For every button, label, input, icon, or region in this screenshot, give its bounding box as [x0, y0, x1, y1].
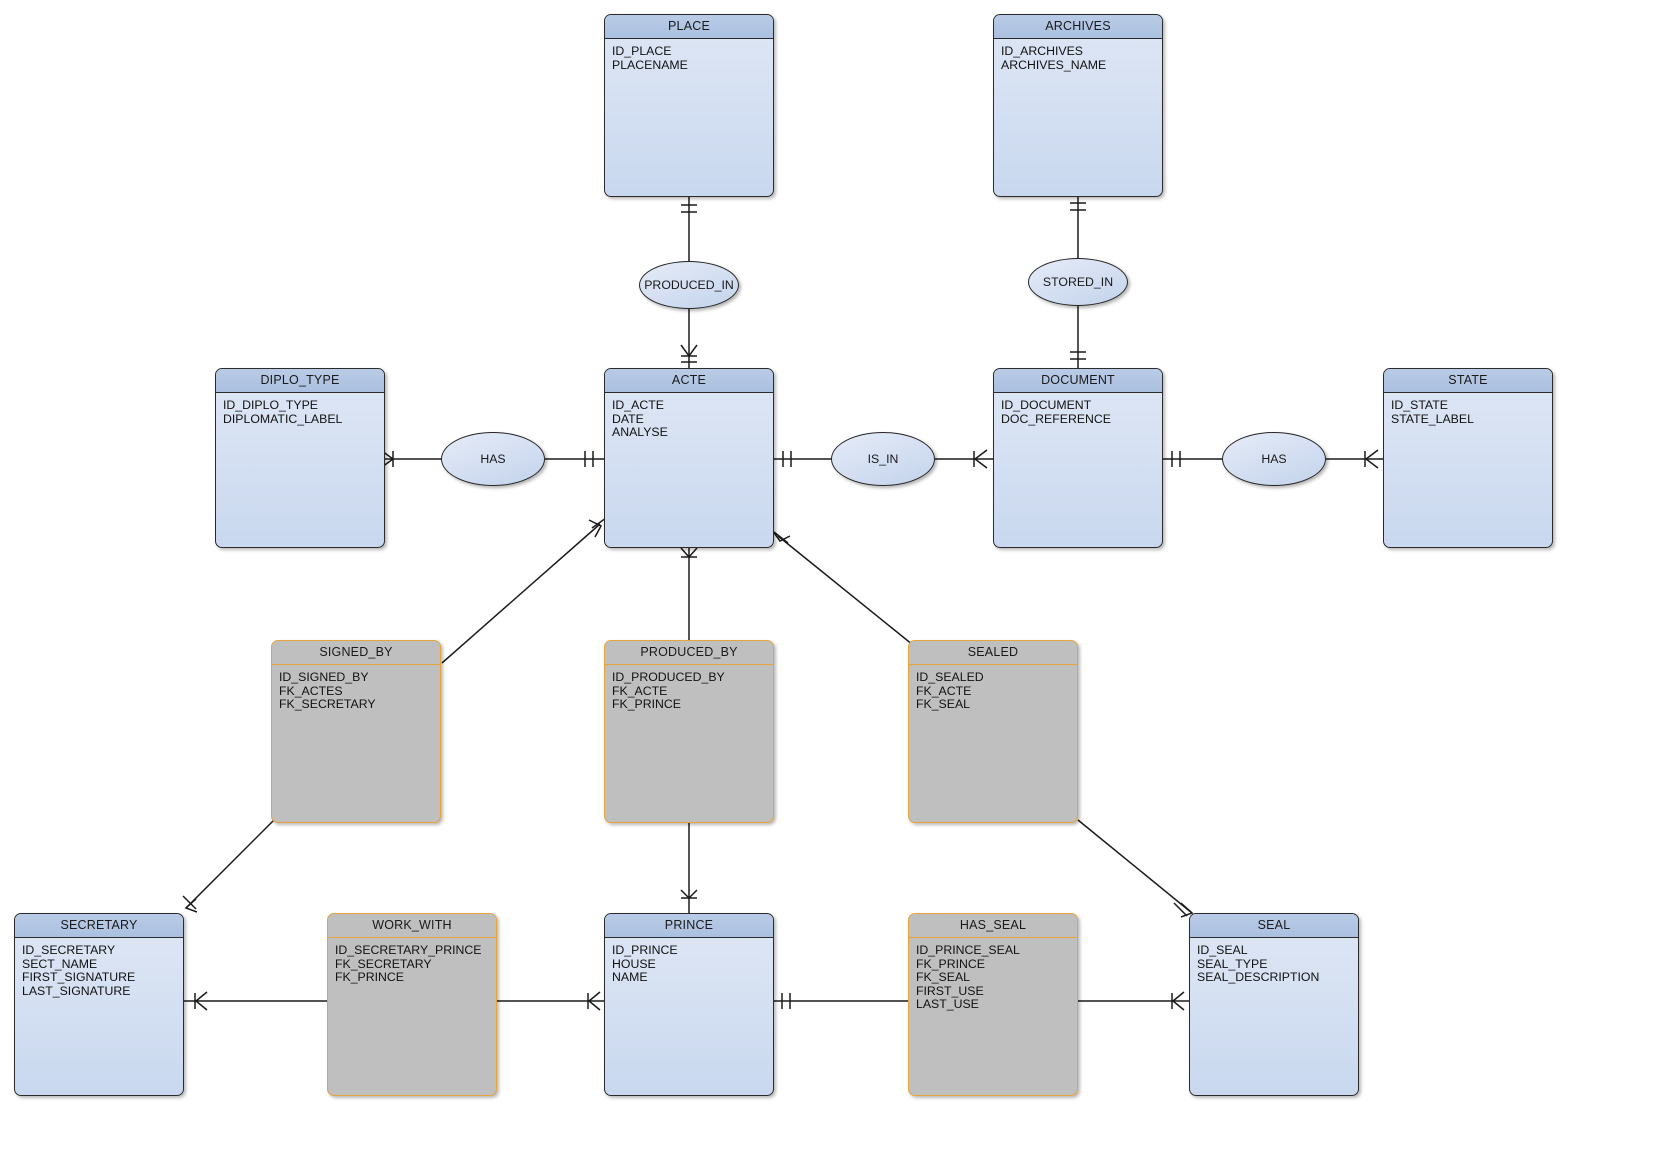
- edge-signed_by-secretary: [185, 819, 275, 909]
- attribute-row: ID_SEAL: [1197, 943, 1248, 957]
- attribute-row: ID_PLACE: [612, 44, 672, 58]
- attribute-row: FK_ACTE: [612, 683, 668, 698]
- attribute-row: NAME: [612, 970, 648, 984]
- attribute-row: ID_ACTE: [612, 398, 664, 412]
- attribute-row: ID_SIGNED_BY: [279, 670, 369, 684]
- entity-title-prince: PRINCE: [605, 914, 773, 938]
- attribute-row: STATE_LABEL: [1391, 411, 1474, 426]
- attribute-row: FK_SECRETARY: [279, 697, 376, 711]
- attribute-row: FK_PRINCE: [335, 970, 405, 984]
- relationship-produced_in[interactable]: PRODUCED_IN: [639, 261, 739, 309]
- entity-title-secretary: SECRETARY: [15, 914, 183, 938]
- attribute-row: PLACENAME: [612, 57, 688, 72]
- attribute-row: LAST_USE: [916, 997, 979, 1011]
- entity-title-sealed: SEALED: [909, 641, 1077, 665]
- attribute-row: ID_PRINCE_SEAL: [916, 943, 1020, 957]
- entity-title-signed_by: SIGNED_BY: [272, 641, 440, 665]
- attribute-row: ARCHIVES_NAME: [1001, 57, 1107, 72]
- attribute-row: SECT_NAME: [22, 956, 98, 971]
- attribute-row: DIPLOMATIC_LABEL: [223, 411, 343, 426]
- attribute-row: ID_DOCUMENT: [1001, 398, 1092, 412]
- attribute-row: FK_PRINCE: [916, 956, 986, 971]
- entity-title-state: STATE: [1384, 369, 1552, 393]
- attribute-row: SEAL_DESCRIPTION: [1197, 970, 1320, 984]
- attribute-row: ID_SEALED: [916, 670, 984, 684]
- attribute-row: FK_ACTE: [916, 683, 972, 698]
- entity-title-place: PLACE: [605, 15, 773, 39]
- attribute-row: SEAL_TYPE: [1197, 956, 1268, 971]
- entity-title-diplo_type: DIPLO_TYPE: [216, 369, 384, 393]
- entity-title-acte: ACTE: [605, 369, 773, 393]
- attribute-row: FIRST_SIGNATURE: [22, 970, 136, 984]
- attribute-row: DATE: [612, 411, 644, 426]
- attribute-row: FK_SECRETARY: [335, 956, 432, 971]
- entity-title-document: DOCUMENT: [994, 369, 1162, 393]
- entity-title-seal: SEAL: [1190, 914, 1358, 938]
- entity-title-has_seal: HAS_SEAL: [909, 914, 1077, 938]
- attribute-row: ID_STATE: [1391, 398, 1448, 412]
- entity-title-produced_by: PRODUCED_BY: [605, 641, 773, 665]
- attribute-row: ID_PRODUCED_BY: [612, 670, 725, 684]
- edge-acte-sealed: [777, 535, 914, 646]
- attribute-row: LAST_SIGNATURE: [22, 983, 131, 998]
- cardinality-markers: [182, 202, 1379, 1011]
- relationship-has_diplo[interactable]: HAS: [441, 432, 545, 486]
- attribute-row: ID_DIPLO_TYPE: [223, 398, 318, 412]
- attribute-row: FK_SEAL: [916, 697, 970, 711]
- attribute-row: ANALYSE: [612, 425, 668, 439]
- attribute-row: FK_PRINCE: [612, 697, 682, 711]
- attribute-row: HOUSE: [612, 956, 656, 971]
- entity-title-archives: ARCHIVES: [994, 15, 1162, 39]
- attribute-row: FIRST_USE: [916, 983, 984, 998]
- entity-title-work_with: WORK_WITH: [328, 914, 496, 938]
- attribute-row: FK_SEAL: [916, 970, 970, 984]
- attribute-row: DOC_REFERENCE: [1001, 411, 1112, 426]
- attribute-row: FK_ACTES: [279, 683, 343, 698]
- attribute-row: ID_SECRETARY: [22, 943, 116, 957]
- edge-sealed-seal: [1077, 819, 1193, 914]
- relationship-is_in[interactable]: IS_IN: [831, 432, 935, 486]
- relationship-stored_in[interactable]: STORED_IN: [1028, 258, 1128, 306]
- attribute-row: ID_ARCHIVES: [1001, 44, 1084, 58]
- edge-acte-signed_by: [441, 523, 601, 664]
- relationship-has_state[interactable]: HAS: [1222, 432, 1326, 486]
- attribute-row: ID_PRINCE: [612, 943, 678, 957]
- attribute-row: ID_SECRETARY_PRINCE: [335, 943, 482, 957]
